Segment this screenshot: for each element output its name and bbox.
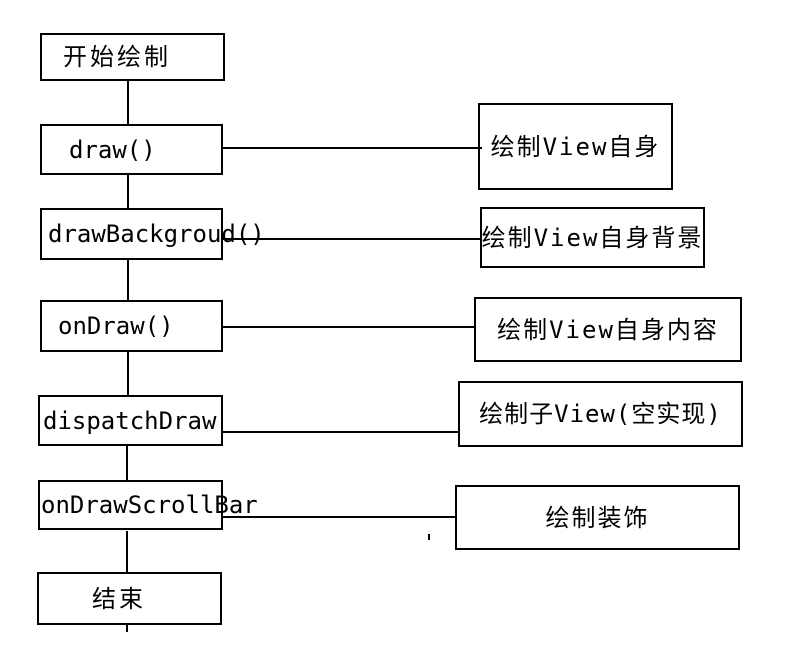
connector-end-tail [126,625,128,632]
annotation-draw-view-background: 绘制View自身背景 [480,207,705,268]
connector-on-draw-scrollbar-to-annotation [222,516,457,518]
annotation-draw-view-self-label: 绘制View自身 [490,132,661,161]
annotation-draw-view-content-label: 绘制View自身内容 [497,315,719,344]
flow-node-dispatch-draw-label: dispatchDraw [43,406,217,435]
flow-node-end: 结束 [37,572,222,625]
flow-node-on-draw: onDraw() [40,300,223,352]
flow-node-draw-background-label: drawBackgroud() [48,220,265,248]
connector-dispatch-draw-to-on-draw-scrollbar [126,446,128,480]
annotation-draw-decorations-label: 绘制装饰 [545,503,650,532]
connector-on-draw-scrollbar-to-end [126,531,128,572]
annotation-draw-view-background-label: 绘制View自身背景 [481,223,704,252]
annotation-draw-child-views: 绘制子View(空实现) [458,381,743,447]
flow-node-dispatch-draw: dispatchDraw [38,395,223,446]
flow-node-draw-background: drawBackgroud() [40,208,265,260]
annotation-draw-view-content: 绘制View自身内容 [474,297,742,362]
stray-ink-mark [428,534,430,540]
annotation-draw-view-self: 绘制View自身 [478,103,673,190]
annotation-draw-decorations: 绘制装饰 [455,485,740,550]
connector-start-to-draw [127,81,129,124]
flow-node-on-draw-scrollbar-label: onDrawScrollBar [41,491,258,519]
connector-draw-background-to-on-draw [127,260,129,300]
flow-node-start: 开始绘制 [40,33,225,81]
connector-draw-to-draw-background [127,175,129,208]
flow-node-end-label: 结束 [92,584,146,613]
connector-dispatch-draw-to-annotation [222,431,460,433]
flow-node-on-draw-label: onDraw() [58,312,174,340]
connector-draw-to-annotation [223,147,482,149]
flow-node-draw: draw() [40,124,223,175]
flow-node-draw-label: draw() [69,135,156,164]
flow-node-start-label: 开始绘制 [63,43,171,71]
flow-node-on-draw-scrollbar: onDrawScrollBar [38,480,258,530]
connector-on-draw-to-annotation [223,326,476,328]
annotation-draw-child-views-label: 绘制子View(空实现) [479,400,722,428]
connector-on-draw-to-dispatch-draw [127,352,129,395]
connector-draw-background-to-annotation [223,238,482,240]
